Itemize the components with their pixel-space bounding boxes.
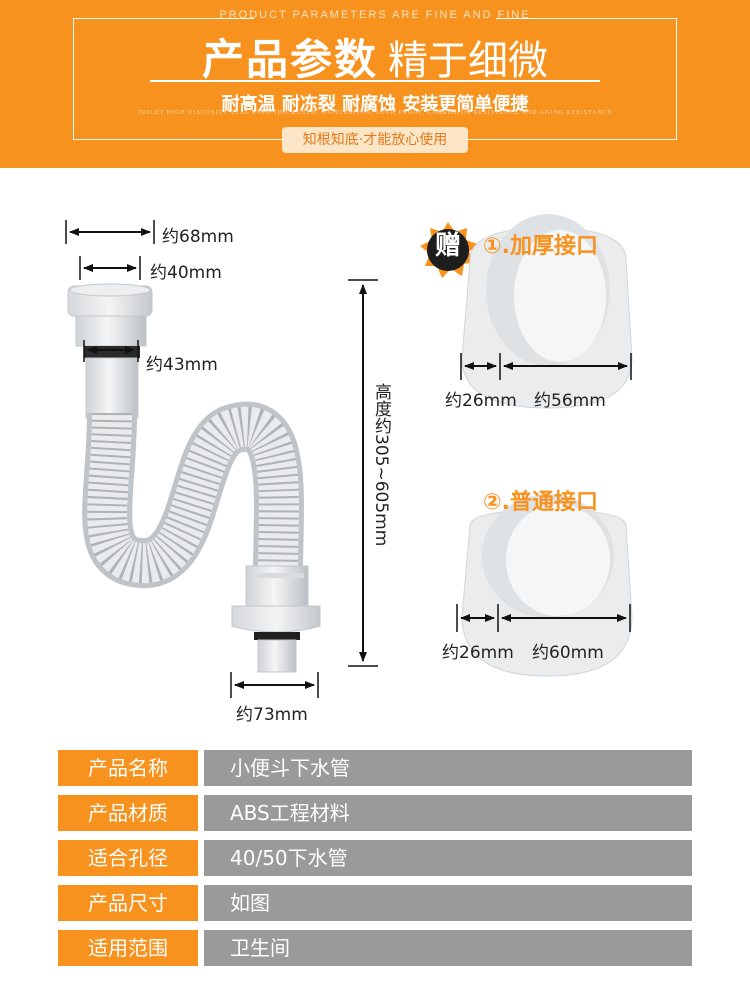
- header-english-caption: PRODUCT PARAMETERS ARE FINE AND FINE: [219, 9, 531, 21]
- spec-row-name: 产品名称 小便斗下水管: [58, 750, 692, 786]
- part2-wall-label: 约26mm: [442, 643, 514, 663]
- spec-label: 适用范围: [58, 930, 198, 966]
- ring-thick-drawing: [460, 214, 633, 409]
- spec-row-material: 产品材质 ABS工程材料: [58, 795, 692, 831]
- part1-wall-label: 约26mm: [445, 391, 517, 411]
- spec-row-usage: 适用范围 卫生间: [58, 930, 692, 966]
- spec-value: 如图: [204, 885, 692, 921]
- gift-badge-shape: [420, 222, 478, 278]
- part2-inner-label: 约60mm: [532, 643, 604, 663]
- spec-row-hole: 适合孔径 40/50下水管: [58, 840, 692, 876]
- header-pill: 知根知底·才能放心使用: [282, 127, 468, 153]
- dim-lines-bottom: [230, 672, 319, 698]
- header-english-small: TOILET HIGH VISCOSITY SEAL RING THICKENE…: [137, 110, 613, 116]
- spec-label: 产品名称: [58, 750, 198, 786]
- header-title-light: 精于细微: [388, 38, 548, 84]
- header-title-bold: 产品参数: [201, 35, 378, 84]
- pipe-drawing: [67, 283, 321, 673]
- product-diagram: 约68mm 约40mm 约43mm 约73mm 高度约305~605mm 赠 ①…: [0, 168, 750, 748]
- spec-label: 产品材质: [58, 795, 198, 831]
- dim-label-top-outer: 约68mm: [162, 227, 234, 247]
- spec-value: 40/50下水管: [204, 840, 692, 876]
- dim-label-height: 高度约305~605mm: [371, 383, 391, 547]
- spec-label: 产品尺寸: [58, 885, 198, 921]
- gift-badge: 赠: [434, 231, 461, 261]
- diagram-drawing: [65, 214, 633, 698]
- spec-value: 小便斗下水管: [204, 750, 692, 786]
- part1-title: ①.加厚接口: [483, 234, 598, 259]
- dim-label-top-inner: 约40mm: [150, 263, 222, 283]
- dim-label-bottom: 约73mm: [236, 705, 308, 725]
- header-title: 产品参数精于细微: [0, 26, 750, 87]
- dim-label-neck: 约43mm: [146, 355, 218, 375]
- header-banner: PRODUCT PARAMETERS ARE FINE AND FINE 产品参…: [0, 0, 750, 168]
- dim-line-height: [348, 279, 378, 667]
- spec-value: 卫生间: [204, 930, 692, 966]
- ring-normal-drawing: [456, 494, 633, 677]
- spec-row-size: 产品尺寸 如图: [58, 885, 692, 921]
- part1-inner-label: 约56mm: [534, 391, 606, 411]
- spec-label: 适合孔径: [58, 840, 198, 876]
- part2-title: ②.普通接口: [483, 490, 598, 515]
- spec-value: ABS工程材料: [204, 795, 692, 831]
- header-divider: [150, 80, 600, 82]
- header-subtitle: 耐高温 耐冻裂 耐腐蚀 安装更简单便捷: [221, 94, 529, 115]
- dim-lines-top: [65, 220, 155, 280]
